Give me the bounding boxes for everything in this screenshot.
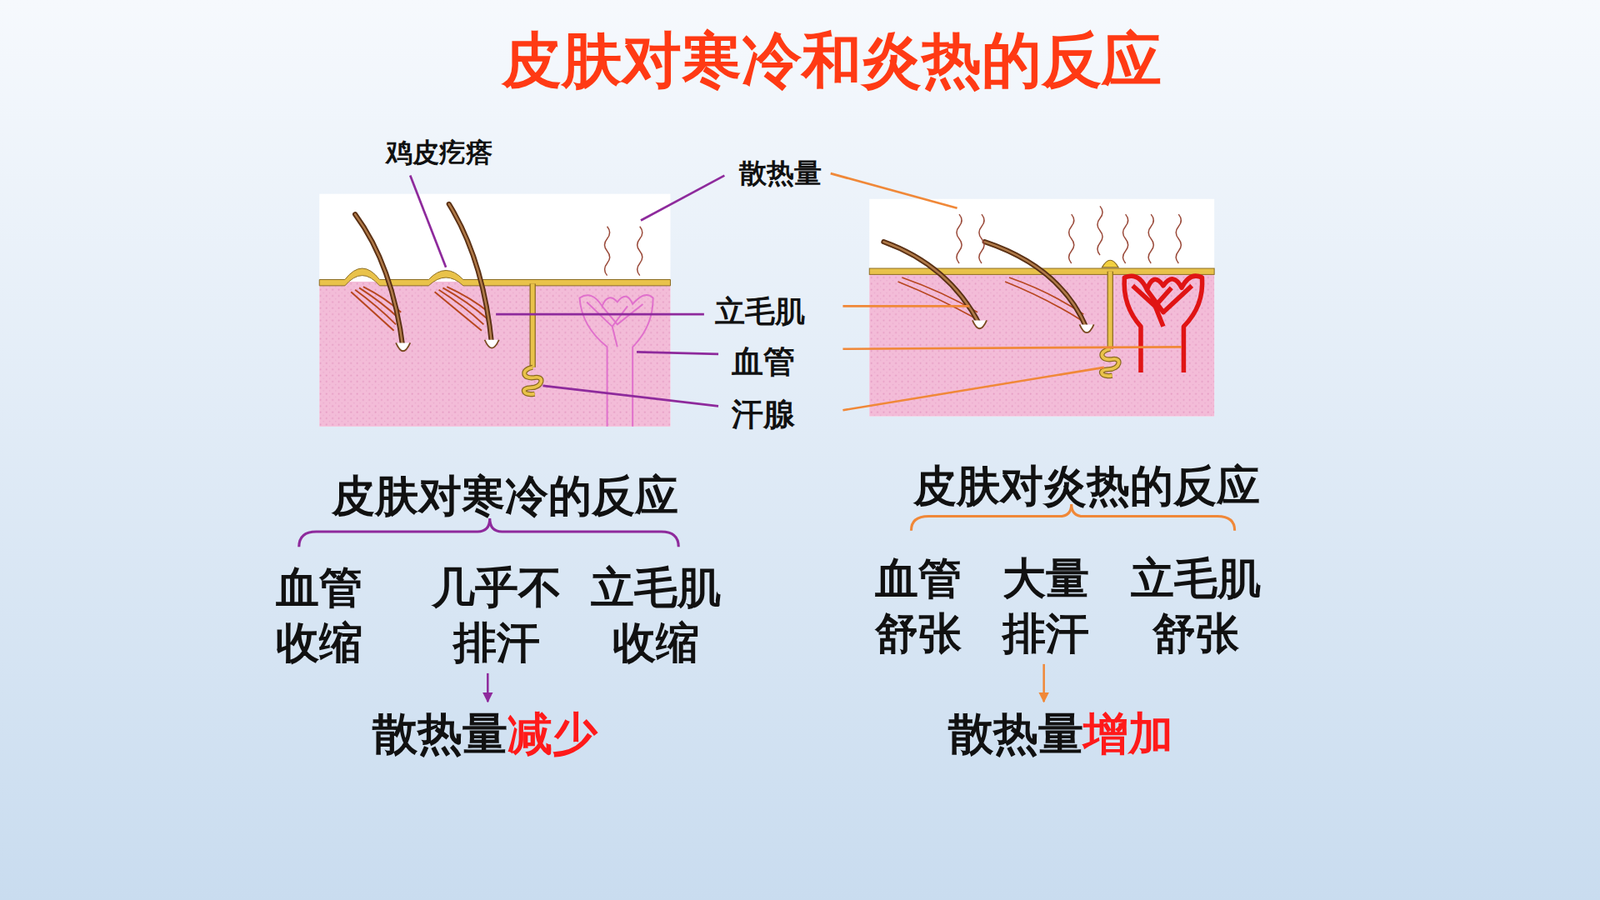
callout-label: 汗腺 [731, 393, 795, 436]
result-change: 增加 [1083, 707, 1174, 760]
title: 皮肤对寒冷和炎热的反应 [501, 20, 1162, 101]
effect-text: 立毛肌 收缩 [590, 560, 721, 671]
arrow-connector [1042, 664, 1045, 702]
result-word: 散热量 [948, 707, 1084, 760]
callout-label: 血管 [731, 340, 795, 384]
result-change: 减少 [507, 707, 598, 760]
hot-skin [869, 199, 1215, 417]
callout-label: 鸡皮疙瘩 [385, 135, 493, 172]
effect-text: 几乎不 排汗 [431, 560, 562, 671]
cold-leaders [410, 175, 725, 407]
cold-skin [319, 194, 670, 427]
callout-label: 散热量 [739, 155, 822, 193]
result-word: 散热量 [372, 707, 508, 760]
result-text: 散热量增加 [948, 704, 1174, 765]
section-heading: 皮肤对寒冷的反应 [331, 467, 679, 526]
cold-bracket [299, 518, 680, 547]
effect-text: 大量 排汗 [1002, 550, 1090, 662]
callout-label: 立毛肌 [715, 291, 805, 333]
result-word: 几乎不 排汗 [431, 560, 562, 671]
effect-text: 血管 收缩 [275, 560, 363, 671]
effect-text: 血管 舒张 [875, 550, 962, 662]
section-heading: 皮肤对炎热的反应 [913, 457, 1260, 516]
result-word: 大量 排汗 [1002, 550, 1090, 662]
hot-leaders [830, 173, 1182, 410]
arrow-connector [486, 673, 490, 702]
result-text: 散热量减少 [372, 704, 598, 765]
effect-text: 立毛肌 舒张 [1130, 550, 1261, 662]
